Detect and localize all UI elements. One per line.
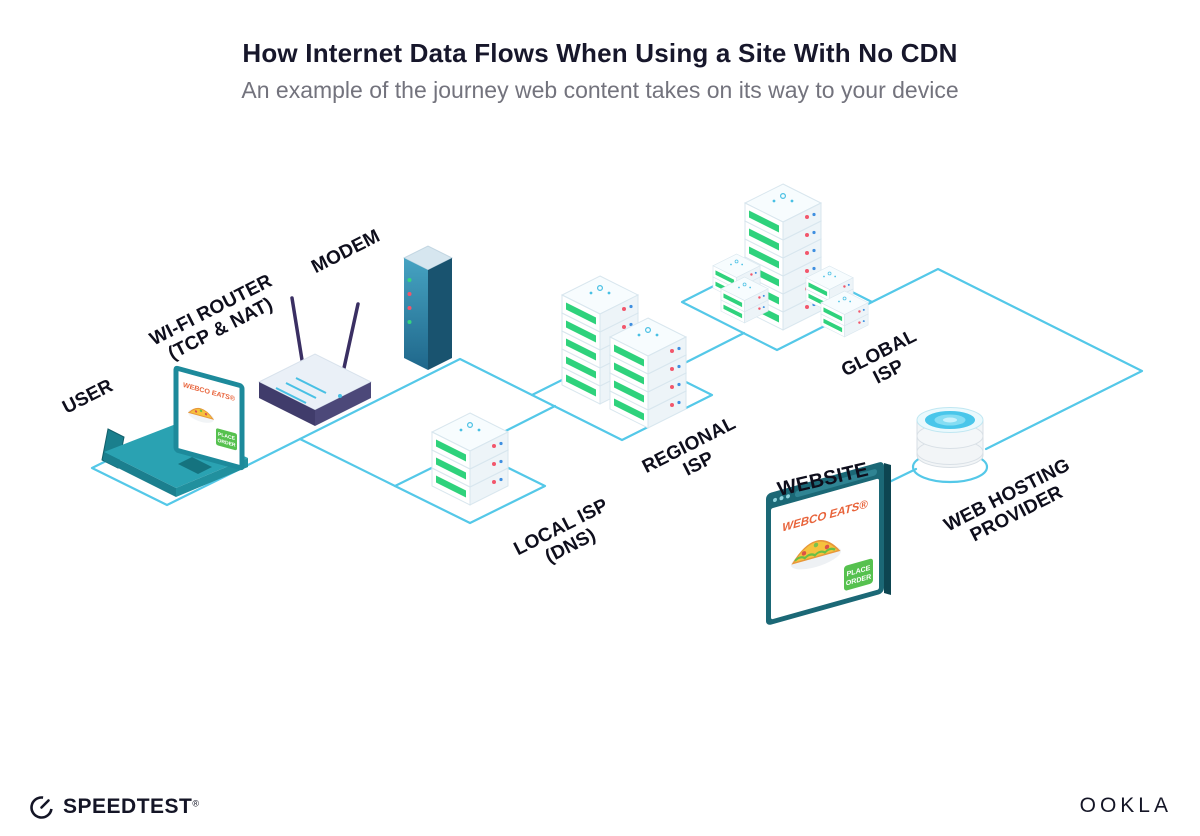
taco-topping bbox=[204, 412, 208, 416]
laptop-order-button bbox=[216, 428, 237, 451]
router-led bbox=[338, 394, 342, 398]
modem-led-green bbox=[407, 278, 412, 282]
taco-topping bbox=[813, 542, 819, 548]
taco-topping bbox=[824, 544, 830, 550]
laptop-order-line1: PLACE bbox=[218, 432, 236, 443]
address-bar bbox=[795, 469, 877, 498]
laptop-illustration: WEBCO EATS® PLACE ORDER bbox=[101, 365, 248, 497]
line-global-to-hosting bbox=[870, 267, 1144, 451]
window-side-edge bbox=[884, 462, 891, 595]
window-dot bbox=[779, 496, 784, 501]
laptop-base-front bbox=[104, 452, 176, 497]
speedtest-gauge-icon bbox=[30, 796, 53, 819]
local-isp-servers bbox=[432, 413, 508, 505]
laptop-order-line2: ORDER bbox=[217, 438, 235, 449]
database-water-ring bbox=[943, 417, 957, 423]
speedtest-logo: SPEEDTEST® bbox=[28, 793, 199, 820]
modem-led-green bbox=[407, 320, 412, 324]
line-user-to-modem bbox=[240, 357, 534, 470]
modem-illustration bbox=[402, 245, 454, 370]
header: How Internet Data Flows When Using a Sit… bbox=[0, 0, 1200, 104]
router-front-right bbox=[315, 382, 371, 426]
taco-topping bbox=[194, 410, 198, 413]
modem-led-red bbox=[407, 292, 412, 296]
regional-isp-servers bbox=[562, 276, 686, 428]
line-router-to-local-isp bbox=[298, 437, 397, 488]
modem-led-red bbox=[407, 306, 412, 310]
website-window: WEBCO EATS® PLACE ORDER bbox=[766, 462, 891, 625]
router-front-left bbox=[259, 382, 315, 426]
place-order-button bbox=[844, 558, 873, 591]
modem-front bbox=[404, 258, 428, 370]
laptop-screen: WEBCO EATS® PLACE ORDER bbox=[173, 365, 245, 471]
ookla-logo: OOKLA bbox=[1079, 794, 1172, 817]
laptop-base-top bbox=[104, 424, 248, 488]
speedtest-trademark: ® bbox=[192, 798, 200, 809]
router-illustration bbox=[257, 296, 373, 426]
laptop-trackpad bbox=[178, 457, 212, 474]
speedtest-wordmark: SPEEDTEST bbox=[63, 794, 193, 818]
router-antenna-right bbox=[342, 302, 360, 370]
hosting-database-illustration bbox=[916, 407, 984, 468]
page-subtitle: An example of the journey web content ta… bbox=[241, 77, 959, 103]
page-title: How Internet Data Flows When Using a Sit… bbox=[242, 38, 958, 68]
taco-topping bbox=[199, 409, 203, 413]
taco-topping bbox=[801, 551, 807, 556]
modem-side bbox=[428, 258, 452, 370]
taco-lettuce bbox=[794, 547, 836, 562]
router-antenna-left bbox=[290, 296, 304, 362]
window-dot bbox=[773, 497, 777, 503]
router-top-stripes bbox=[275, 377, 327, 404]
laptop-base-right bbox=[176, 458, 248, 497]
window-dot bbox=[786, 494, 790, 499]
global-isp-servers bbox=[713, 184, 868, 337]
